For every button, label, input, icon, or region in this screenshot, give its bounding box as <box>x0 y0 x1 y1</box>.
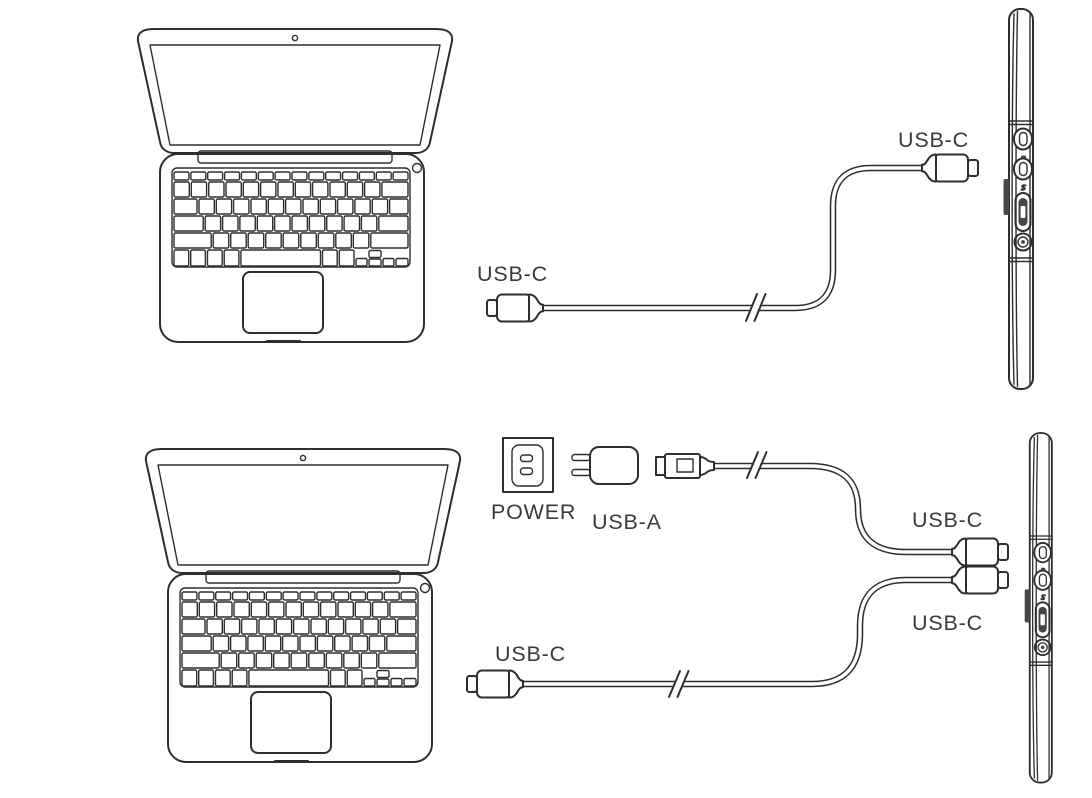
laptop-bottom <box>144 448 462 763</box>
outlet-plate <box>502 437 554 493</box>
usb-c-plug-display-end <box>951 565 1009 595</box>
usb-c-plug-power-end <box>951 537 1009 567</box>
outlet-socket <box>511 444 544 487</box>
setup-with-power: POWER USB-A USB-C USB-C USB-C <box>144 432 1053 784</box>
outlet-slot <box>519 467 534 476</box>
cable-break-gap <box>746 293 765 322</box>
usb-a-plug <box>655 453 715 479</box>
usb-c-plug-laptop-end <box>486 293 544 323</box>
data-cable <box>519 576 956 688</box>
pen-display-top <box>1002 8 1034 390</box>
cable-break-mark <box>668 670 690 698</box>
usb-c-label: USB-C <box>898 128 969 152</box>
usb-a-body <box>664 453 701 479</box>
usb-c-cable-inner <box>541 166 924 310</box>
usb-c-plug-laptop-end <box>466 669 524 699</box>
adapter-prong <box>571 468 591 477</box>
data-cable-inner <box>521 578 954 686</box>
pen-display-bottom <box>1023 432 1053 784</box>
adapter-body <box>589 446 639 485</box>
usb-c-label: USB-C <box>912 611 983 635</box>
cable-break-mark <box>745 293 767 322</box>
power-label: POWER <box>491 500 576 524</box>
power-adapter <box>571 446 639 485</box>
usb-c-label: USB-C <box>912 508 983 532</box>
usb-a-shield <box>655 456 666 476</box>
outlet-slot <box>519 454 534 463</box>
laptop-top <box>136 28 454 343</box>
usb-a-strain-relief <box>699 456 715 476</box>
power-cable-inner <box>710 464 954 554</box>
cable-break-mark <box>746 451 768 479</box>
cable-break-gap <box>669 670 688 698</box>
usb-c-label: USB-C <box>495 642 566 666</box>
power-outlet <box>502 437 554 493</box>
usb-a-label: USB-A <box>592 510 662 534</box>
usb-c-plug-display-end <box>921 153 979 183</box>
usb-c-cable <box>539 164 926 312</box>
adapter-prong <box>571 453 591 462</box>
setup-single-cable: USB-C USB-C <box>136 8 1034 390</box>
usb-a-window <box>676 458 694 473</box>
usb-c-label: USB-C <box>477 262 548 286</box>
cable-break-gap <box>747 451 766 479</box>
